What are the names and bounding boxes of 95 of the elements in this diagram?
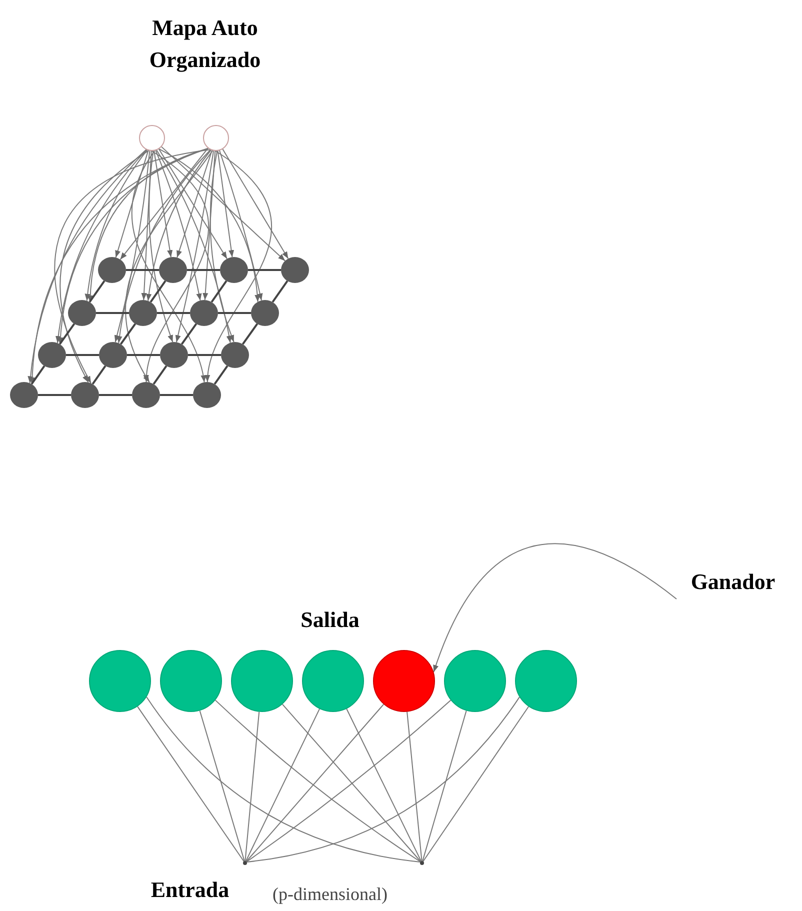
connector-line [30,365,46,385]
connector-line [66,354,99,356]
arrow [30,148,209,385]
neuron-circle [98,257,126,283]
connector-line [242,323,258,345]
arrow [125,150,214,383]
connector-line [214,365,228,385]
arrow [54,149,211,384]
arrow [120,148,208,260]
arrow [84,150,148,302]
neuron-circle [159,257,187,283]
connector-line [282,704,422,862]
neuron-circle [281,257,309,283]
arrow [141,150,152,301]
neuron-circle [190,300,218,326]
connector-line [126,269,159,271]
arrow [114,150,150,343]
connector-line [180,323,198,345]
arrow [156,150,232,344]
connector-line [346,708,422,862]
section-label: Salida [300,606,360,634]
neuron-circle [139,125,165,151]
arrow [219,150,263,301]
connector-line [245,708,320,862]
arrow [146,150,212,302]
connector-line [92,365,106,385]
arrow [115,150,149,258]
input-point [420,861,424,865]
neuron-circle [221,342,249,368]
arrow [202,150,216,301]
neuron-circle [99,342,127,368]
arrow [144,150,210,382]
arrow [158,148,228,260]
connector-line [246,700,452,862]
connector-line [120,323,136,345]
connector-line [187,269,220,271]
connector-line [150,280,166,303]
connector-line [152,365,168,385]
section-label: Mapa Auto Organizado [148,14,262,74]
neuron-circle [203,125,229,151]
arrow [206,150,272,382]
neuron-circle [10,382,38,408]
connector-line [244,711,260,862]
connector-line [199,710,245,862]
connector-line [146,696,421,862]
connector-line [248,269,281,271]
neuron-circle [251,300,279,326]
arrow [60,150,150,383]
arrow [210,150,234,343]
arrow [161,146,286,262]
connector-line [188,354,221,356]
arrow [155,150,202,301]
connector-line [422,706,530,862]
connector-line [88,280,106,303]
node-label: Ganador [668,565,798,599]
arrow [222,148,289,260]
connector-line [38,394,71,396]
arrow [131,150,206,383]
annotation-text: (p-dimensional) [272,883,388,906]
connector-line [58,323,76,345]
section-label: Entrada [150,876,230,904]
input-point [243,861,247,865]
neuron-circle [132,382,160,408]
neuron-circle [129,300,157,326]
connector-line [406,711,422,862]
neuron-circle [71,382,99,408]
arrow [158,148,260,302]
arrow [154,150,173,258]
connector-line [137,706,244,862]
connector-line [214,700,421,862]
connector-line [218,312,251,314]
connector-line [210,280,228,303]
neuron-circle [193,382,221,408]
connector-line [160,394,193,396]
arrow [56,149,148,344]
connector-line [99,394,132,396]
arrow [116,149,211,344]
connector-line [96,312,129,314]
neuron-circle [68,300,96,326]
arrow [148,150,174,343]
arrow [28,149,147,384]
connector-line [246,704,384,862]
arrow [176,150,212,258]
arrow [88,148,209,303]
connector-line [272,280,288,303]
neuron-circle [160,342,188,368]
connector-line [246,696,520,862]
connector-line [157,312,190,314]
neuron-circle [220,257,248,283]
arrow [175,150,214,343]
connector-line [127,354,160,356]
arrow [217,150,234,258]
neuron-circle [38,342,66,368]
connector-line [422,710,467,862]
arrow [433,543,677,673]
